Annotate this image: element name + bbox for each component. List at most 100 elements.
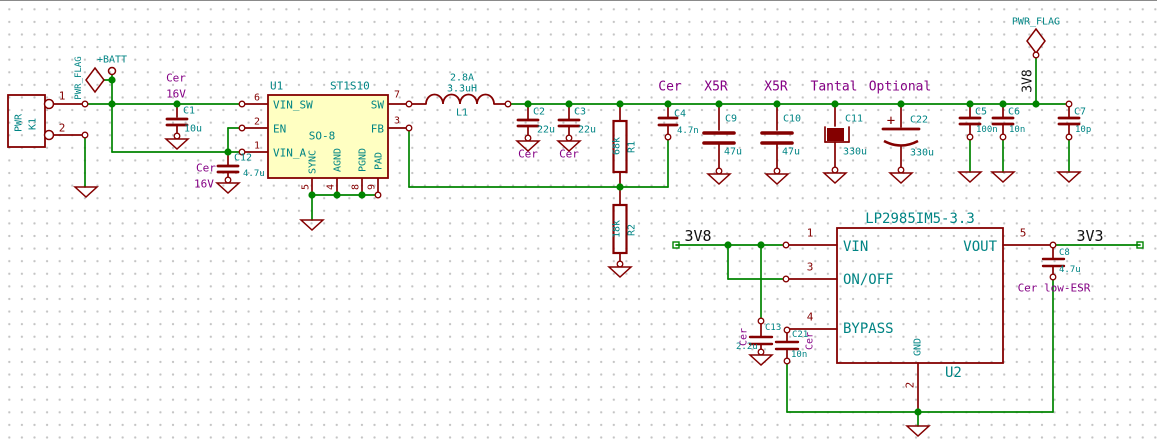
r1-ref[interactable]: R1 bbox=[627, 141, 638, 153]
u2-pin2-number[interactable]: 2 bbox=[904, 382, 917, 389]
header-optional[interactable]: Optional bbox=[869, 80, 932, 95]
u1-pin-name-pgnd[interactable]: PGND bbox=[358, 148, 369, 172]
l1-coil[interactable] bbox=[425, 93, 495, 105]
u1-pin-name-sync[interactable]: SYNC bbox=[308, 150, 319, 174]
u1-pin5-number[interactable]: 5 bbox=[301, 184, 312, 190]
k1-body[interactable] bbox=[7, 94, 46, 148]
c13-ref[interactable]: C13 bbox=[765, 323, 781, 333]
c2-ref[interactable]: C2 bbox=[533, 107, 545, 118]
c11-tantal-body[interactable] bbox=[827, 128, 844, 141]
c6-ref[interactable]: C6 bbox=[1008, 107, 1020, 118]
u1-pin-name-vin-sw[interactable]: VIN_SW bbox=[273, 99, 313, 112]
u1-pin7-number[interactable]: 7 bbox=[394, 90, 400, 101]
c7-ref[interactable]: C7 bbox=[1074, 107, 1086, 118]
net-label-3v3[interactable]: 3V3 bbox=[1076, 227, 1103, 245]
c12-value[interactable]: 4.7u bbox=[243, 169, 265, 179]
c2-field-cer[interactable]: Cer bbox=[518, 148, 538, 161]
u1-pin-name-fb[interactable]: FB bbox=[371, 123, 385, 136]
u1-pin3-number[interactable]: 3 bbox=[394, 116, 400, 127]
u1-package[interactable]: SO-8 bbox=[309, 130, 336, 143]
u2-pin-name-onoff[interactable]: ON/OFF bbox=[843, 272, 894, 288]
u1-pin1-number[interactable]: 1 bbox=[254, 141, 260, 152]
c3-value[interactable]: 22u bbox=[578, 125, 596, 136]
r2-body[interactable] bbox=[612, 203, 628, 255]
c1-field-cer[interactable]: Cer bbox=[166, 72, 186, 85]
u1-pin-name-sw[interactable]: SW bbox=[371, 99, 385, 112]
batt-label[interactable]: +BATT bbox=[97, 55, 127, 66]
u2-pin-name-gnd[interactable]: GND bbox=[913, 338, 924, 356]
c3-field-cer[interactable]: Cer bbox=[559, 148, 579, 161]
u2-pin-name-vout[interactable]: VOUT bbox=[963, 239, 997, 255]
gnd-symbol[interactable] bbox=[1056, 171, 1082, 184]
k1-pin2-number[interactable]: 2 bbox=[59, 122, 66, 135]
gnd-symbol[interactable] bbox=[164, 138, 190, 151]
u1-pin6-number[interactable]: 6 bbox=[254, 93, 260, 104]
u1-value[interactable]: ST1S10 bbox=[330, 80, 370, 93]
c9-value[interactable]: 47u bbox=[724, 147, 742, 158]
u1-pin2-number[interactable]: 2 bbox=[254, 117, 260, 128]
u1-pin-name-pad[interactable]: PAD bbox=[374, 152, 385, 170]
u1-pin4-number[interactable]: 4 bbox=[326, 184, 337, 190]
c7-value[interactable]: 10p bbox=[1075, 125, 1091, 135]
gnd-symbol[interactable] bbox=[299, 219, 325, 232]
gnd-symbol[interactable] bbox=[73, 186, 99, 199]
c8-field-cer-low-esr[interactable]: Cer low-ESR bbox=[1018, 282, 1091, 295]
gnd-symbol[interactable] bbox=[822, 172, 848, 185]
r1-body[interactable] bbox=[612, 119, 628, 174]
gnd-symbol[interactable] bbox=[748, 354, 774, 367]
c11-value[interactable]: 330u bbox=[843, 147, 867, 158]
c4-value[interactable]: 4.7n bbox=[677, 126, 699, 136]
c4-ref[interactable]: C4 bbox=[674, 109, 686, 120]
c21-ref[interactable]: C21 bbox=[792, 330, 808, 340]
l1-ref[interactable]: L1 bbox=[456, 108, 468, 119]
net-label-3v8-vertical[interactable]: 3V8 bbox=[1021, 69, 1036, 92]
l1-rating[interactable]: 2.8A bbox=[450, 73, 474, 84]
gnd-symbol[interactable] bbox=[764, 173, 790, 186]
c21-field-cer[interactable]: Cer bbox=[805, 332, 816, 350]
c21-value[interactable]: 10n bbox=[791, 350, 807, 360]
c22-curved-plate[interactable] bbox=[883, 139, 919, 147]
gnd-symbol[interactable] bbox=[957, 171, 983, 184]
u2-pin-name-vin[interactable]: VIN bbox=[843, 239, 868, 255]
c22-ref[interactable]: C22 bbox=[910, 115, 928, 126]
u2-pin4-number[interactable]: 4 bbox=[807, 311, 814, 324]
u2-pin5-number[interactable]: 5 bbox=[1020, 227, 1027, 240]
u1-body[interactable] bbox=[267, 94, 389, 179]
c3-ref[interactable]: C3 bbox=[574, 107, 586, 118]
c13-field-cer[interactable]: Cer bbox=[739, 328, 750, 346]
r2-ref[interactable]: R2 bbox=[627, 224, 638, 236]
gnd-symbol[interactable] bbox=[990, 171, 1016, 184]
c22-value[interactable]: 330u bbox=[910, 148, 934, 159]
c5-ref[interactable]: C5 bbox=[975, 107, 987, 118]
c12-field-16v[interactable]: 16V bbox=[194, 178, 214, 191]
gnd-symbol[interactable] bbox=[706, 173, 732, 186]
c8-ref[interactable]: C8 bbox=[1059, 248, 1070, 258]
c9-ref[interactable]: C9 bbox=[725, 114, 737, 125]
c13-value[interactable]: 2.2u bbox=[736, 342, 758, 352]
gnd-symbol[interactable] bbox=[905, 425, 931, 438]
pwr-flag-label-top[interactable]: PWR_FLAG bbox=[1012, 17, 1060, 28]
c10-ref[interactable]: C10 bbox=[783, 114, 801, 125]
header-tantal[interactable]: Tantal bbox=[811, 80, 858, 95]
header-x5r-1[interactable]: X5R bbox=[704, 80, 728, 95]
c1-field-16v[interactable]: 16V bbox=[166, 88, 186, 101]
c12-field-cer[interactable]: Cer bbox=[196, 162, 216, 175]
c1-ref[interactable]: C1 bbox=[183, 106, 195, 117]
c10-value[interactable]: 47u bbox=[782, 147, 800, 158]
u1-ref[interactable]: U1 bbox=[270, 80, 283, 93]
u2-body[interactable] bbox=[836, 227, 1004, 364]
c5-value[interactable]: 100n bbox=[976, 125, 998, 135]
u2-pin-name-bypass[interactable]: BYPASS bbox=[843, 321, 894, 337]
pwr-flag-symbol-left[interactable] bbox=[85, 66, 105, 94]
r2-value[interactable]: 18k bbox=[612, 220, 623, 238]
k1-ref[interactable]: K1 bbox=[28, 118, 39, 130]
pwr-flag-label-left[interactable]: PWR_FLAG bbox=[74, 56, 84, 99]
c11-ref[interactable]: C11 bbox=[845, 114, 863, 125]
k1-pin1-number[interactable]: 1 bbox=[59, 90, 66, 103]
c6-value[interactable]: 10n bbox=[1009, 125, 1025, 135]
r1-value[interactable]: 68k bbox=[612, 137, 623, 155]
header-cer[interactable]: Cer bbox=[658, 80, 682, 95]
net-label-anchor-3v3[interactable] bbox=[1136, 241, 1144, 249]
u2-value[interactable]: LP2985IM5-3.3 bbox=[865, 211, 975, 227]
u1-pin-name-agnd[interactable]: AGND bbox=[333, 148, 344, 172]
